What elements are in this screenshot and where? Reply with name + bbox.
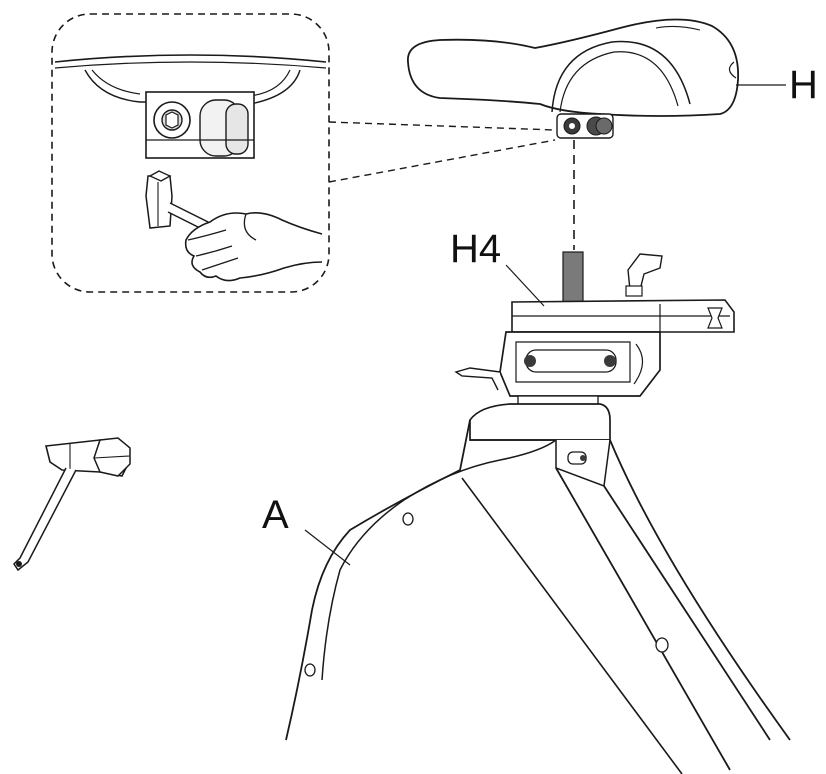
wrench-detail-icon: [145, 170, 209, 231]
detail-leader-lines: [328, 121, 556, 183]
seat-label: H: [789, 63, 818, 107]
wrench-icon: [13, 437, 131, 572]
detail-inset: [51, 13, 330, 293]
frame-icon: [285, 403, 791, 774]
seat-post-icon: [454, 251, 735, 409]
seat-post-label: H4: [450, 227, 501, 271]
hand-icon: [184, 212, 323, 282]
seat-post-leader-line: [505, 264, 545, 307]
frame-label: A: [262, 493, 289, 537]
frame-leader-line: [304, 529, 351, 566]
seat-icon: [407, 18, 739, 139]
clamp-detail: [145, 91, 255, 159]
